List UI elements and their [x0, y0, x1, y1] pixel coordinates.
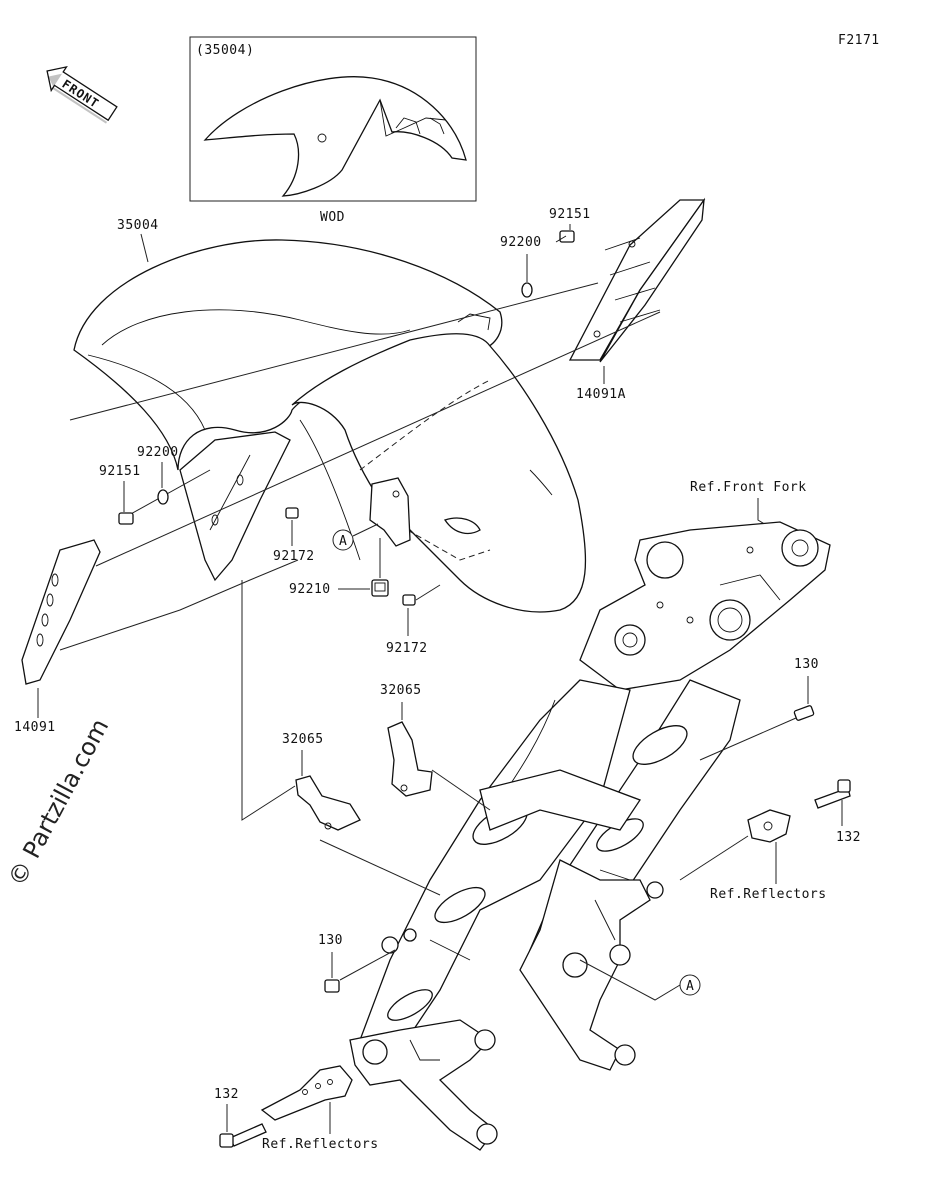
- label-bolt-92151-left: 92151: [99, 464, 141, 479]
- leader-bracket-lower-diag: [319, 839, 441, 896]
- leader-fender: [140, 233, 149, 263]
- label-fender-35004: 35004: [117, 218, 159, 233]
- bolt-92172-lower: [402, 594, 416, 606]
- label-bolt-92151-top: 92151: [549, 207, 591, 222]
- label-ref-reflectors-right: Ref.Reflectors: [710, 887, 827, 902]
- marker-a-bottom: A: [686, 979, 694, 994]
- front-direction-arrow: FRONT: [46, 65, 118, 124]
- bracket-32065-lower: [295, 775, 361, 831]
- reference-line-vertical: [241, 580, 296, 821]
- label-washer-92200-left: 92200: [137, 445, 179, 460]
- bolt-132-left: [219, 1123, 267, 1148]
- bolt-92151-top: [555, 230, 575, 243]
- bracket-32065-upper: [387, 721, 433, 797]
- label-ref-front-fork: Ref.Front Fork: [690, 480, 807, 495]
- leader-bolt-92172-lower-diag: [415, 584, 441, 601]
- inset-part-number: (35004): [196, 43, 254, 58]
- front-fender: [73, 239, 587, 613]
- leader-bolt-130-upper-diag: [699, 717, 797, 761]
- leader-bolt-130-lower-diag: [339, 949, 396, 981]
- washer-92200-top: [521, 282, 533, 298]
- front-fork-assembly: [349, 521, 831, 1151]
- label-bolt-130-upper: 130: [794, 657, 819, 672]
- side-cover-right: [568, 197, 706, 363]
- bolt-92151-left: [118, 512, 134, 525]
- leader-bracket-upper-diag: [431, 769, 491, 811]
- inset-variant-label: WOD: [320, 210, 345, 225]
- label-bolt-132-left: 132: [214, 1087, 239, 1102]
- marker-a-top-circle: [332, 529, 354, 551]
- inset-fender-illustration: [203, 76, 467, 197]
- mount-line-lower: [95, 311, 661, 567]
- label-cover-right-14091a: 14091A: [576, 387, 626, 402]
- label-bolt-92172-lower: 92172: [386, 641, 428, 656]
- label-ref-reflectors-left: Ref.Reflectors: [262, 1137, 379, 1152]
- label-washer-92200-top: 92200: [500, 235, 542, 250]
- diagram-id: F2171: [838, 33, 880, 48]
- label-bracket-32065-lower: 32065: [282, 732, 324, 747]
- bolt-132-right: [814, 779, 851, 809]
- washer-92200-left: [157, 489, 169, 505]
- mount-line-upper: [69, 282, 599, 421]
- label-bolt-130-lower: 130: [318, 933, 343, 948]
- bolt-130-upper: [793, 705, 815, 721]
- reflector-bracket-left: [260, 1065, 353, 1121]
- bolt-92172-center: [285, 507, 299, 519]
- label-cover-left-14091: 14091: [14, 720, 56, 735]
- inset-box: (35004) WOD: [189, 36, 477, 225]
- leader-marker-a-top: [352, 523, 379, 537]
- side-cover-left: [21, 539, 101, 685]
- marker-a-top: A: [339, 534, 347, 549]
- bolt-130-lower: [324, 979, 340, 993]
- mount-line-left: [59, 559, 299, 651]
- watermark: © Partzilla.com: [3, 714, 115, 891]
- label-bracket-32065-upper: 32065: [380, 683, 422, 698]
- leader-reflector-right-diag: [679, 835, 749, 881]
- label-bolt-132-right: 132: [836, 830, 861, 845]
- label-nut-plate-92210: 92210: [289, 582, 331, 597]
- nut-plate-92210: [371, 579, 389, 597]
- label-bolt-92172-center: 92172: [273, 549, 315, 564]
- leader-marker-a-bottom: [579, 959, 681, 1001]
- reflector-bracket-right: [747, 809, 791, 843]
